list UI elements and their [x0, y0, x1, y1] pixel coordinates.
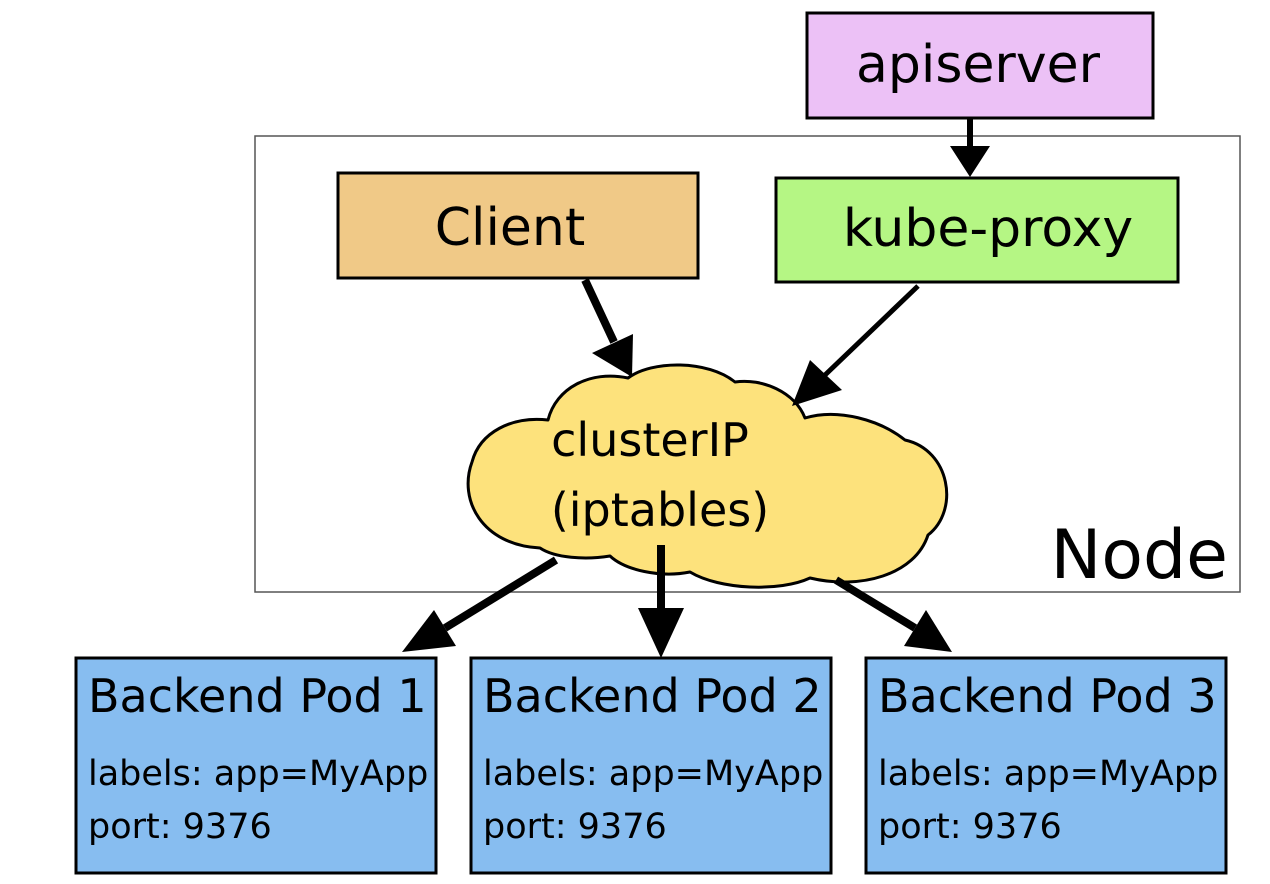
cluster-ip-cloud: clusterIP (iptables): [466, 363, 949, 589]
backend-pod-1: Backend Pod 1 labels: app=MyApp port: 93…: [74, 656, 438, 875]
node-container-border: [254, 135, 1241, 593]
node-label: Node: [1051, 516, 1228, 595]
arrows: [402, 118, 990, 658]
arrow-kube-proxy-to-cluster-ip: [792, 284, 920, 406]
kube-proxy-rect: [774, 176, 1180, 284]
backend-pod-3-rect: [864, 656, 1228, 875]
arrow-apiserver-to-kube-proxy: [950, 118, 990, 177]
backend-pod-2-port: port: 9376: [483, 807, 667, 847]
backend-pod-2-labels: labels: app=MyApp: [483, 754, 823, 794]
arrow-client-to-cluster-ip: [581, 278, 633, 377]
node-container: Node: [254, 135, 1241, 595]
kube-proxy-box: kube-proxy: [774, 176, 1180, 284]
apiserver-label: apiserver: [856, 35, 1101, 95]
backend-pod-2: Backend Pod 2 labels: app=MyApp port: 93…: [469, 656, 833, 875]
backend-pod-1-title: Backend Pod 1: [88, 669, 427, 723]
cluster-ip-cloud-shape: [466, 363, 949, 589]
backend-pod-3-title: Backend Pod 3: [878, 669, 1217, 723]
kube-proxy-label: kube-proxy: [843, 199, 1133, 259]
arrow-cluster-ip-to-pod-1: [402, 556, 559, 652]
client-rect: [336, 171, 700, 280]
backend-pod-2-title: Backend Pod 2: [483, 669, 822, 723]
cluster-ip-line2: (iptables): [551, 483, 769, 537]
backend-pod-1-rect: [74, 656, 438, 875]
cluster-ip-line1: clusterIP: [551, 413, 749, 467]
client-label: Client: [435, 198, 586, 258]
apiserver-box: apiserver: [805, 11, 1155, 120]
backend-pod-3-port: port: 9376: [878, 807, 1062, 847]
backend-pod-3-labels: labels: app=MyApp: [878, 754, 1218, 794]
backend-pod-1-labels: labels: app=MyApp: [88, 754, 428, 794]
backend-pod-1-port: port: 9376: [88, 807, 272, 847]
client-box: Client: [336, 171, 700, 280]
apiserver-rect: [805, 11, 1155, 120]
arrow-cluster-ip-to-pod-3: [833, 576, 952, 652]
backend-pod-3: Backend Pod 3 labels: app=MyApp port: 93…: [864, 656, 1228, 875]
backend-pod-2-rect: [469, 656, 833, 875]
arrow-cluster-ip-to-pod-2: [638, 545, 684, 658]
